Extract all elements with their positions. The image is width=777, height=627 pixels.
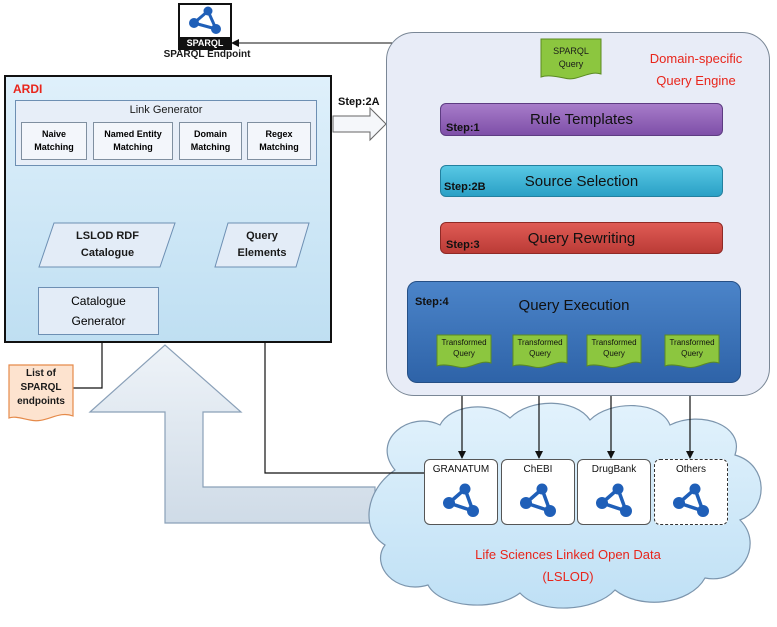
transformed-query-4: Transformed Query bbox=[664, 334, 720, 370]
query-rewriting-bar: Query Rewriting bbox=[440, 222, 723, 254]
sparql-query-document-icon bbox=[540, 38, 602, 80]
ardi-title: ARDI bbox=[13, 82, 43, 96]
source-chebi: ChEBI bbox=[501, 459, 575, 525]
endpoints-list-document-icon bbox=[8, 364, 74, 422]
transformed-query-2: Transformed Query bbox=[512, 334, 568, 370]
catalogue-generator: Catalogue Generator bbox=[38, 287, 159, 335]
link-generator-title: Link Generator bbox=[129, 104, 203, 116]
lslod-catalogue-shape bbox=[38, 222, 176, 268]
step2a-arrow bbox=[332, 106, 387, 142]
source-drugbank: DrugBank bbox=[577, 459, 651, 525]
step-2a-label: Step:2A bbox=[338, 96, 380, 108]
step-2b-label: Step:2B bbox=[444, 181, 486, 193]
source-label: GRANATUM bbox=[432, 464, 490, 475]
source-label: DrugBank bbox=[591, 464, 637, 475]
rdf-graph-icon bbox=[443, 483, 479, 517]
query-elements-shape bbox=[214, 222, 310, 268]
method-domain-matching: Domain Matching bbox=[179, 122, 242, 160]
source-granatum: GRANATUM bbox=[424, 459, 498, 525]
method-named-entity-matching: Named Entity Matching bbox=[93, 122, 173, 160]
source-label: ChEBI bbox=[523, 464, 553, 475]
endpoints-list: List of SPARQL endpoints bbox=[17, 368, 65, 407]
big-feedback-arrow bbox=[88, 344, 376, 524]
method-naive-matching: Naive Matching bbox=[21, 122, 87, 160]
rule-templates-bar: Rule Templates bbox=[440, 103, 723, 136]
query-engine-title: Domain-specific Query Engine bbox=[649, 51, 743, 88]
source-selection-bar: Source Selection bbox=[440, 165, 723, 197]
step-4-label: Step:4 bbox=[415, 296, 449, 308]
sparql-logo-icon bbox=[178, 3, 232, 41]
document-icon bbox=[586, 334, 642, 369]
transformed-query-3: Transformed Query bbox=[586, 334, 642, 370]
step-1-label: Step:1 bbox=[446, 122, 480, 134]
lslod-catalogue: LSLOD RDF Catalogue bbox=[76, 230, 139, 259]
source-label: Others bbox=[675, 464, 706, 475]
sparql-endpoint: SPARQL bbox=[178, 3, 232, 51]
rdf-graph-icon bbox=[520, 483, 556, 517]
query-elements: Query Elements bbox=[237, 230, 287, 259]
query-execution-title: Query Execution bbox=[518, 297, 630, 314]
document-icon bbox=[436, 334, 492, 369]
rdf-graph-icon bbox=[673, 483, 709, 517]
transformed-query-1: Transformed Query bbox=[436, 334, 492, 370]
source-others: Others bbox=[654, 459, 728, 525]
document-icon bbox=[664, 334, 720, 369]
sparql-query: SPARQL Query bbox=[553, 46, 589, 69]
sparql-endpoint-label: SPARQL Endpoint bbox=[163, 49, 251, 60]
step-3-label: Step:3 bbox=[446, 239, 480, 251]
method-regex-matching: Regex Matching bbox=[247, 122, 311, 160]
sparql-logo-text: SPARQL bbox=[178, 37, 232, 50]
lslod-title: Life Sciences Linked Open Data (LSLOD) bbox=[475, 547, 661, 584]
document-icon bbox=[512, 334, 568, 369]
rdf-graph-icon bbox=[596, 483, 632, 517]
